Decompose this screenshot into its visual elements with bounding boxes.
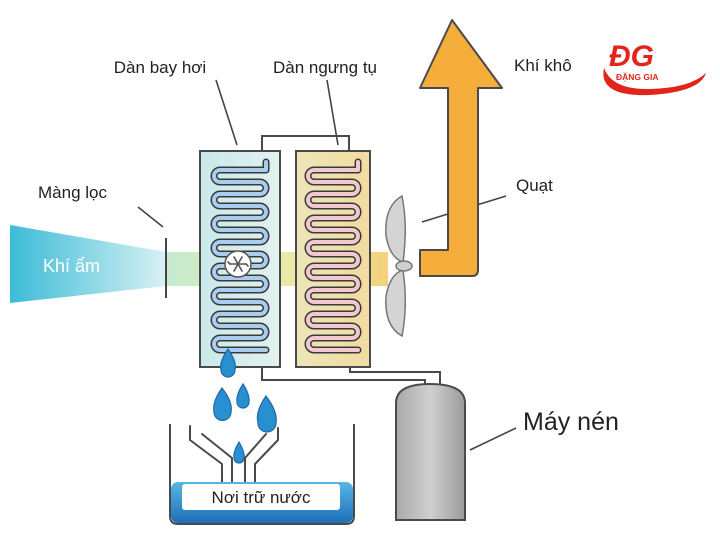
humid-air-inlet xyxy=(10,225,166,303)
logo-letters: ĐG xyxy=(609,40,654,73)
water-tank-label-box xyxy=(182,484,340,510)
condenser-coil-fill xyxy=(306,160,360,352)
snowflake-icon xyxy=(224,250,252,278)
compressor-label: Máy nén xyxy=(523,408,619,436)
logo-swoosh xyxy=(603,68,706,96)
water-tank-label: Nơi trữ nước xyxy=(212,488,311,507)
dry-air-label: Khí khô xyxy=(514,56,572,75)
compressor-pipe-inner xyxy=(349,367,441,384)
dry-air-arrow xyxy=(419,19,503,277)
dang-gia-logo: ĐG ĐẶNG GIA xyxy=(603,40,706,96)
compressor xyxy=(395,382,466,521)
condenser-pointer xyxy=(326,79,339,146)
evaporator-label: Dàn bay hơi xyxy=(114,58,206,77)
compressor-pointer xyxy=(469,427,517,451)
top-connecting-pipe xyxy=(261,135,350,151)
filter-pointer xyxy=(137,206,164,228)
logo-text: ĐẶNG GIA xyxy=(616,72,659,82)
funnel xyxy=(189,425,279,485)
water-tank-outline xyxy=(169,424,355,525)
condenser-label: Dàn ngưng tụ xyxy=(273,58,377,77)
humid-air-label: Khí ẩm xyxy=(43,256,100,276)
water-drops xyxy=(213,347,277,464)
compressor-pipe-outer xyxy=(261,367,426,384)
evaporator-pointer xyxy=(215,79,238,146)
evaporator-coil-fill xyxy=(212,160,268,352)
fan-icon xyxy=(385,194,413,338)
filter-label: Màng lọc xyxy=(38,183,107,202)
fan-label: Quạt xyxy=(516,176,553,195)
